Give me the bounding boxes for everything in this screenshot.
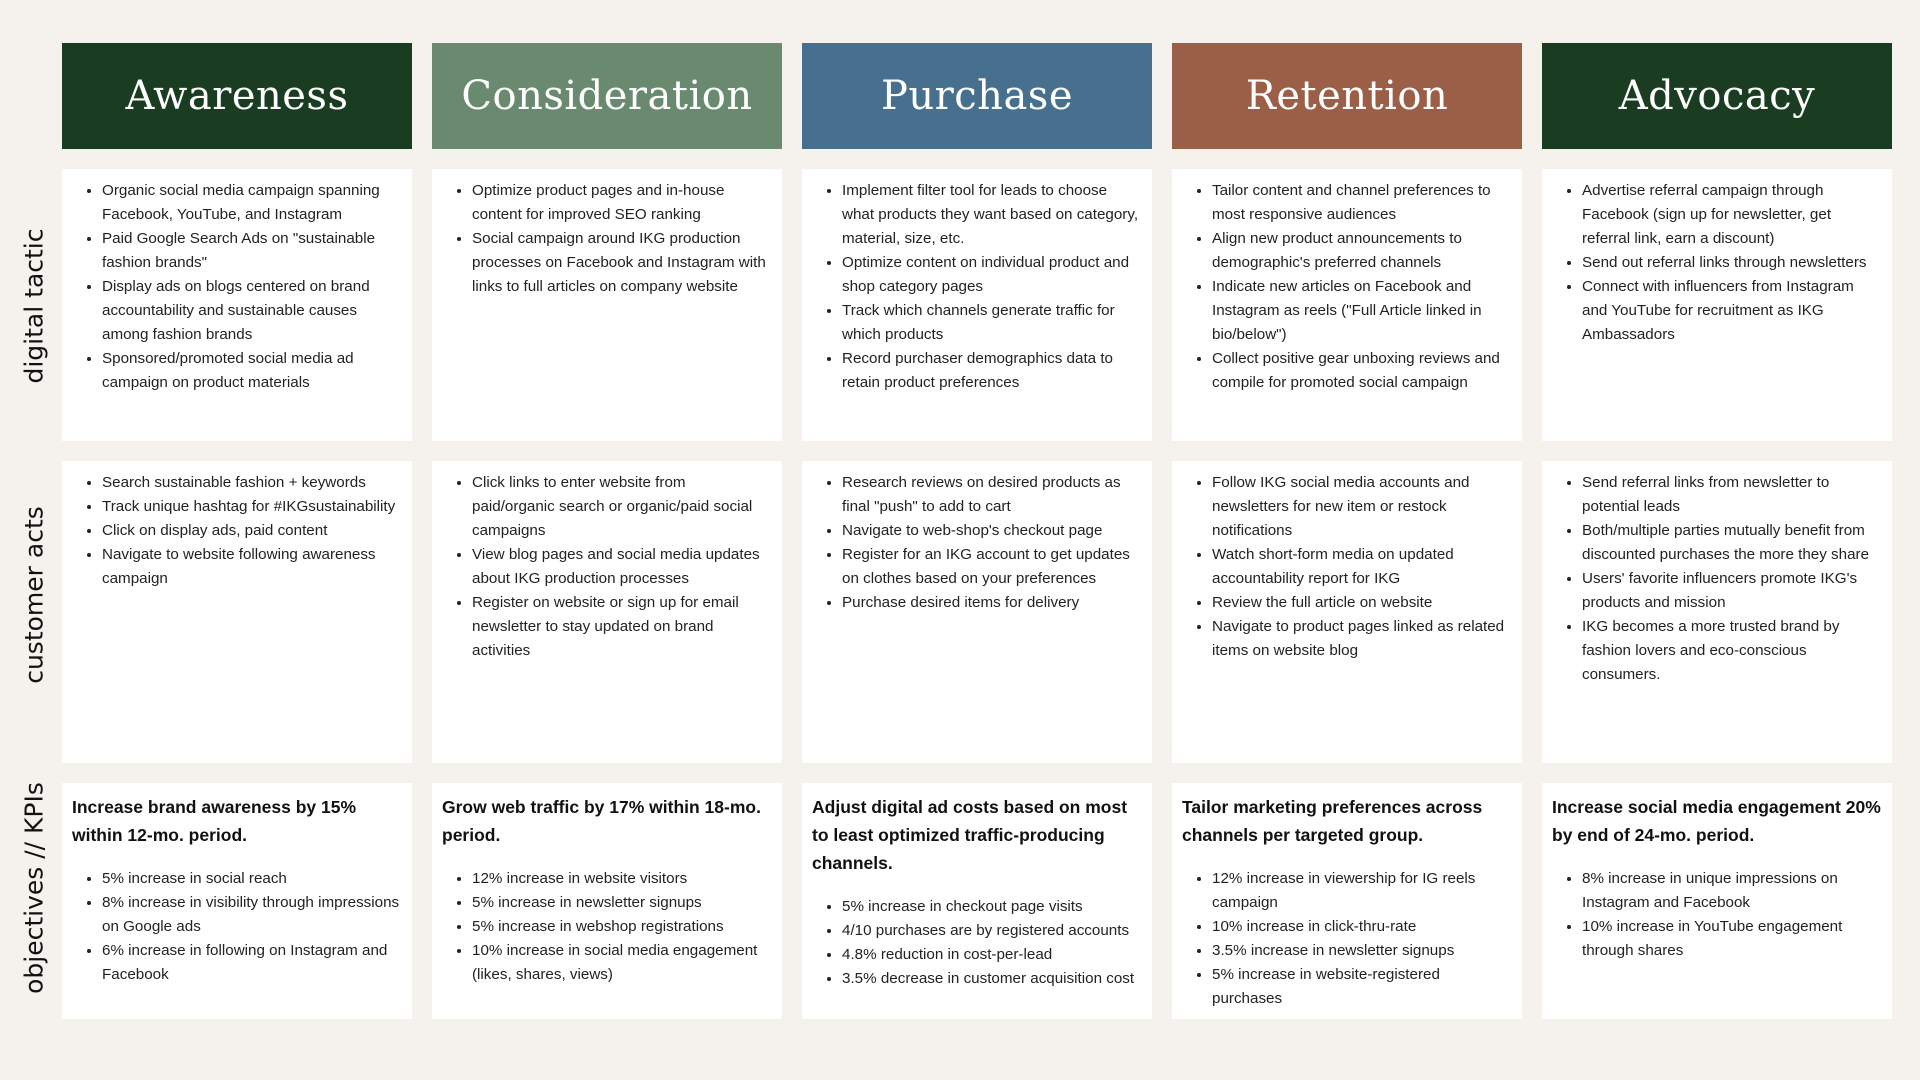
tactic-item: Send out referral links through newslett… [1582,251,1882,275]
stage-header-advocacy: Advocacy [1542,43,1892,149]
kpi-list: 5% increase in checkout page visits4/10 … [812,895,1142,991]
tactics-list: Organic social media campaign spanning F… [72,179,402,395]
tactic-item: Track which channels generate traffic fo… [842,299,1142,347]
kpi-card-awareness: Increase brand awareness by 15% within 1… [62,783,412,1019]
act-item: Research reviews on desired products as … [842,471,1142,519]
kpi-item: 5% increase in social reach [102,867,402,891]
kpi-item: 6% increase in following on Instagram an… [102,939,402,987]
act-item: IKG becomes a more trusted brand by fash… [1582,615,1882,687]
kpi-item: 10% increase in YouTube engagement throu… [1582,915,1882,963]
tactics-card-awareness: Organic social media campaign spanning F… [62,169,412,441]
act-item: Register for an IKG account to get updat… [842,543,1142,591]
kpi-item: 3.5% increase in newsletter signups [1212,939,1512,963]
act-item: View blog pages and social media updates… [472,543,772,591]
acts-list: Search sustainable fashion + keywordsTra… [72,471,402,591]
tactics-list: Tailor content and channel preferences t… [1182,179,1512,395]
act-item: Watch short-form media on updated accoun… [1212,543,1512,591]
kpi-card-retention: Tailor marketing preferences across chan… [1172,783,1522,1019]
tactic-item: Paid Google Search Ads on "sustainable f… [102,227,402,275]
stage-header-purchase: Purchase [802,43,1152,149]
tactic-item: Indicate new articles on Facebook and In… [1212,275,1512,347]
kpi-item: 3.5% decrease in customer acquisition co… [842,967,1142,991]
kpi-item: 10% increase in click-thru-rate [1212,915,1512,939]
kpi-card-advocacy: Increase social media engagement 20% by … [1542,783,1892,1019]
kpi-item: 4.8% reduction in cost-per-lead [842,943,1142,967]
tactic-item: Display ads on blogs centered on brand a… [102,275,402,347]
row-label-digital-tactic: digital tactic [19,228,49,384]
tactic-item: Sponsored/promoted social media ad campa… [102,347,402,395]
tactics-list: Optimize product pages and in-house cont… [442,179,772,299]
kpi-list: 12% increase in website visitors5% incre… [442,867,772,987]
kpi-item: 5% increase in newsletter signups [472,891,772,915]
act-item: Follow IKG social media accounts and new… [1212,471,1512,543]
act-item: Navigate to product pages linked as rela… [1212,615,1512,663]
act-item: Review the full article on website [1212,591,1512,615]
acts-card-awareness: Search sustainable fashion + keywordsTra… [62,461,412,763]
tactic-item: Social campaign around IKG production pr… [472,227,772,299]
acts-card-retention: Follow IKG social media accounts and new… [1172,461,1522,763]
objective-heading: Increase social media engagement 20% by … [1552,797,1881,845]
tactics-card-retention: Tailor content and channel preferences t… [1172,169,1522,441]
act-item: Purchase desired items for delivery [842,591,1142,615]
act-item: Navigate to website following awareness … [102,543,402,591]
acts-card-advocacy: Send referral links from newsletter to p… [1542,461,1892,763]
kpi-item: 10% increase in social media engagement … [472,939,772,987]
tactic-item: Implement filter tool for leads to choos… [842,179,1142,251]
objective-heading: Tailor marketing preferences across chan… [1182,797,1483,845]
act-item: Track unique hashtag for #IKGsustainabil… [102,495,402,519]
kpi-item: 4/10 purchases are by registered account… [842,919,1142,943]
stage-header-retention: Retention [1172,43,1522,149]
tactic-item: Tailor content and channel preferences t… [1212,179,1512,227]
tactic-item: Advertise referral campaign through Face… [1582,179,1882,251]
kpi-list: 5% increase in social reach8% increase i… [72,867,402,987]
kpi-item: 8% increase in unique impressions on Ins… [1582,867,1882,915]
kpi-item: 12% increase in website visitors [472,867,772,891]
act-item: Users' favorite influencers promote IKG'… [1582,567,1882,615]
acts-list: Follow IKG social media accounts and new… [1182,471,1512,663]
acts-card-purchase: Research reviews on desired products as … [802,461,1152,763]
row-label-objectives-kpis: objectives // KPIs [19,782,49,994]
act-item: Search sustainable fashion + keywords [102,471,402,495]
tactics-list: Implement filter tool for leads to choos… [812,179,1142,395]
acts-card-consideration: Click links to enter website from paid/o… [432,461,782,763]
tactic-item: Organic social media campaign spanning F… [102,179,402,227]
acts-list: Click links to enter website from paid/o… [442,471,772,663]
row-label-customer-acts: customer acts [19,506,49,684]
tactics-card-consideration: Optimize product pages and in-house cont… [432,169,782,441]
tactic-item: Connect with influencers from Instagram … [1582,275,1882,347]
kpi-item: 12% increase in viewership for IG reels … [1212,867,1512,915]
objective-heading: Increase brand awareness by 15% within 1… [72,797,357,845]
act-item: Both/multiple parties mutually benefit f… [1582,519,1882,567]
stage-header-awareness: Awareness [62,43,412,149]
kpi-list: 8% increase in unique impressions on Ins… [1552,867,1882,963]
objective-heading: Adjust digital ad costs based on most to… [812,797,1128,873]
acts-list: Research reviews on desired products as … [812,471,1142,615]
act-item: Click links to enter website from paid/o… [472,471,772,543]
kpi-item: 5% increase in checkout page visits [842,895,1142,919]
kpi-item: 5% increase in website-registered purcha… [1212,963,1512,1011]
tactic-item: Collect positive gear unboxing reviews a… [1212,347,1512,395]
tactics-card-advocacy: Advertise referral campaign through Face… [1542,169,1892,441]
tactics-list: Advertise referral campaign through Face… [1552,179,1882,347]
tactic-item: Record purchaser demographics data to re… [842,347,1142,395]
tactics-card-purchase: Implement filter tool for leads to choos… [802,169,1152,441]
objective-heading: Grow web traffic by 17% within 18-mo. pe… [442,797,761,845]
kpi-item: 8% increase in visibility through impres… [102,891,402,939]
tactic-item: Optimize content on individual product a… [842,251,1142,299]
kpi-card-purchase: Adjust digital ad costs based on most to… [802,783,1152,1019]
act-item: Send referral links from newsletter to p… [1582,471,1882,519]
kpi-item: 5% increase in webshop registrations [472,915,772,939]
tactic-item: Optimize product pages and in-house cont… [472,179,772,227]
act-item: Navigate to web-shop's checkout page [842,519,1142,543]
kpi-card-consideration: Grow web traffic by 17% within 18-mo. pe… [432,783,782,1019]
stage-header-consideration: Consideration [432,43,782,149]
act-item: Register on website or sign up for email… [472,591,772,663]
act-item: Click on display ads, paid content [102,519,402,543]
acts-list: Send referral links from newsletter to p… [1552,471,1882,687]
kpi-list: 12% increase in viewership for IG reels … [1182,867,1512,1011]
tactic-item: Align new product announcements to demog… [1212,227,1512,275]
